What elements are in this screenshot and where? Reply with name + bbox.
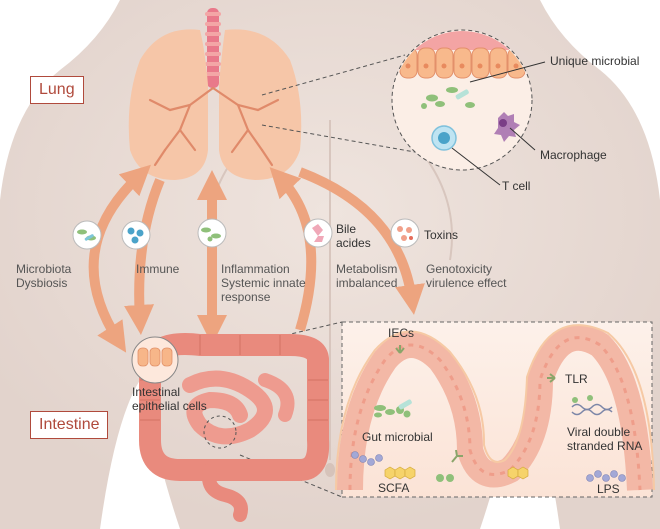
viral-rna-line-1: Viral double [567, 425, 631, 439]
bile-line-2: acides [336, 236, 371, 250]
metabolism-line-2: imbalanced [336, 276, 398, 290]
inflammation-line-3: response [221, 290, 271, 304]
bile-line-1: Bile [336, 222, 357, 236]
microbiota-line-1: Microbiota [16, 262, 72, 276]
inflammation-line-1: Inflammation [221, 262, 290, 276]
intestine-label: Intestine [30, 411, 109, 439]
lungs [128, 8, 302, 180]
macrophage-label: Macrophage [540, 148, 607, 162]
metabolism-line-1: Metabolism [336, 262, 398, 276]
intestine [131, 333, 330, 522]
unique-microbial-label: Unique microbial [550, 54, 640, 68]
genotoxicity-line-1: Genotoxicity [426, 262, 493, 276]
viral-rna-label: Viral double stranded RNA [567, 425, 642, 453]
genotoxicity-line-2: virulence effect [426, 276, 507, 290]
scfa-label: SCFA [378, 481, 410, 495]
metabolism-label: Metabolism imbalanced [336, 262, 397, 290]
immune-label: Immune [136, 262, 180, 276]
genotoxicity-label: Genotoxicity virulence effect [426, 262, 507, 290]
microbiota-label: Microbiota Dysbiosis [16, 262, 71, 290]
microbiota-line-2: Dysbiosis [16, 276, 68, 290]
lung-inset-connectors [239, 54, 461, 498]
bile-acids-label: Bile acides [336, 222, 371, 250]
toxins-label: Toxins [424, 228, 459, 242]
intestinal-epithelial-label: Intestinal epithelial cells [132, 385, 207, 413]
lps-label: LPS [597, 482, 620, 496]
intestinal-line-2: epithelial cells [132, 399, 207, 413]
inflammation-label: Inflammation Systemic innate response [221, 262, 306, 304]
viral-rna-line-2: stranded RNA [567, 439, 643, 453]
t-cell-label: T cell [502, 179, 531, 193]
gut-microbial-label: Gut microbial [362, 430, 433, 444]
lung-label: Lung [30, 76, 84, 104]
intestinal-line-1: Intestinal [132, 385, 181, 399]
iecs-label: IECs [388, 326, 415, 340]
pathway-icons [72, 218, 420, 250]
tlr-label: TLR [565, 372, 588, 386]
inflammation-line-2: Systemic innate [221, 276, 306, 290]
intestine-inset [335, 321, 655, 498]
